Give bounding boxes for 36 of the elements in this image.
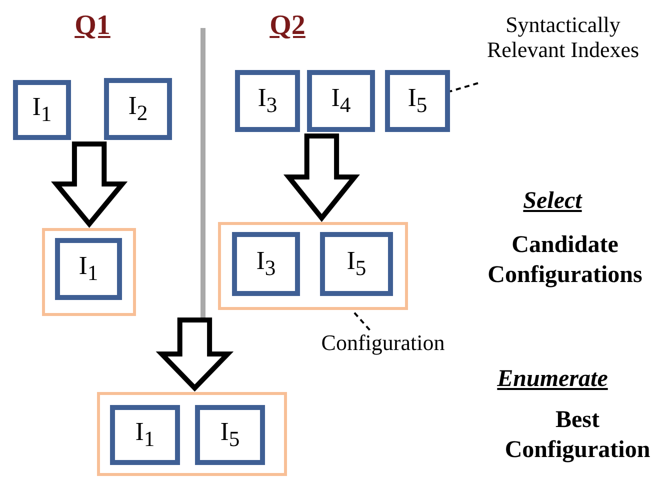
step-description: Candidate Configurations [486,231,644,290]
index-box [307,70,375,132]
leader-line [351,309,370,331]
leader-line [450,82,478,92]
block-arrow [283,134,360,222]
index-box [195,405,265,465]
index-label: I$_{5}$ [346,246,366,282]
index-label: I$_{3}$ [258,83,278,119]
index-label: I$_{2}$ [128,91,148,127]
annotation-text: Configuration [306,330,460,360]
column-heading: Q2 [268,9,306,43]
block-arrow [51,142,128,228]
index-box [55,238,122,300]
index-label: I$_{5}$ [220,417,240,453]
index-label: I$_{1}$ [135,417,155,453]
index-box [232,232,300,296]
block-arrow [156,318,234,392]
step-heading: Select [522,187,584,216]
index-box [385,70,450,132]
annotation-text: Syntactically Relevant Indexes [478,12,648,104]
configuration-box [42,228,136,316]
index-box [320,232,393,296]
index-box [13,80,71,140]
configuration-box [97,392,287,476]
index-box [235,70,300,132]
step-description: Best Configuration [504,406,652,465]
column-heading: Q1 [74,9,112,43]
index-label: I$_{3}$ [256,246,276,282]
index-label: I$_{5}$ [408,83,428,119]
index-box [104,78,172,140]
index-label: I$_{4}$ [331,83,351,119]
configuration-box [218,222,408,310]
index-label: I$_{1}$ [32,92,52,128]
step-heading: Enumerate [496,365,609,394]
index-label: I$_{1}$ [78,251,98,287]
index-box [110,405,180,465]
